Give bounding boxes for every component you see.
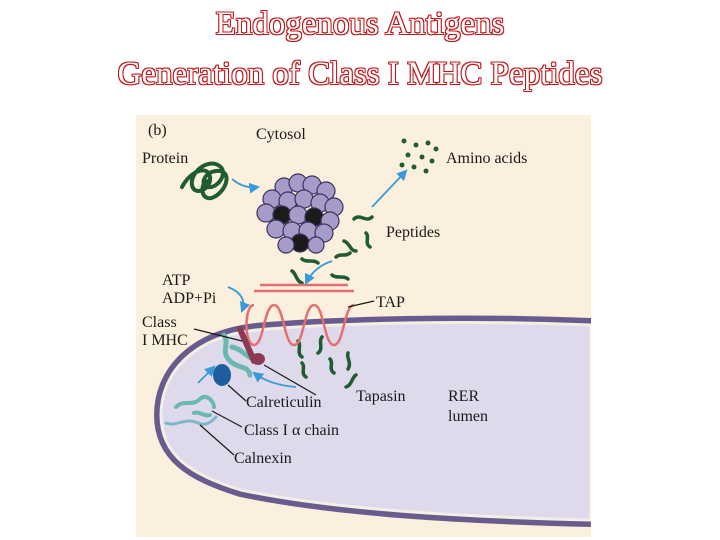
- slide-title-line2: Generation of Class I MHC Peptides: [117, 56, 603, 92]
- class-i-alpha-label: Class I α chain: [244, 422, 339, 439]
- tap-label: TAP: [376, 294, 405, 311]
- leader-lines: [193, 300, 375, 456]
- class-i-alpha-chain-icon: [174, 394, 216, 418]
- mhc-pathway-diagram: (b) Cytosol Protein Amino acids Peptides…: [142, 122, 591, 527]
- calnexin-icon: [164, 415, 218, 426]
- class-i-mhc-label-line2: I MHC: [142, 332, 188, 349]
- rer-lumen: [159, 321, 591, 522]
- cytosol-label: Cytosol: [256, 126, 306, 143]
- panel-label: (b): [148, 122, 167, 139]
- process-arrows: [197, 169, 408, 388]
- amino-acids-label: Amino acids: [446, 150, 527, 167]
- peptides-label: Peptides: [386, 224, 440, 241]
- calnexin-label: Calnexin: [234, 450, 292, 467]
- tap-transporter-icon: [245, 283, 355, 347]
- tapasin-head: [251, 353, 265, 365]
- calreticulin-icon: [213, 364, 231, 386]
- slide-title-line1: Endogenous Antigens: [215, 6, 505, 42]
- protein-icon: [180, 161, 229, 201]
- calreticulin-label: Calreticulin: [246, 394, 322, 411]
- tapasin-label: Tapasin: [356, 388, 406, 405]
- figure-panel: (b) Cytosol Protein Amino acids Peptides…: [136, 115, 591, 537]
- amino-acids-icon: [399, 138, 439, 174]
- adp-label: ADP+Pi: [162, 290, 217, 307]
- proteasome-icon: [256, 173, 344, 254]
- rer-label-line2: lumen: [448, 408, 488, 425]
- peptides-icon: [290, 215, 374, 285]
- atp-label: ATP: [162, 272, 191, 289]
- protein-label: Protein: [142, 150, 188, 167]
- class-i-mhc-label-line1: Class: [142, 314, 177, 331]
- rer-label-line1: RER: [448, 388, 479, 405]
- peptides-in-er-icon: [296, 335, 358, 389]
- tapasin-icon: [237, 326, 257, 364]
